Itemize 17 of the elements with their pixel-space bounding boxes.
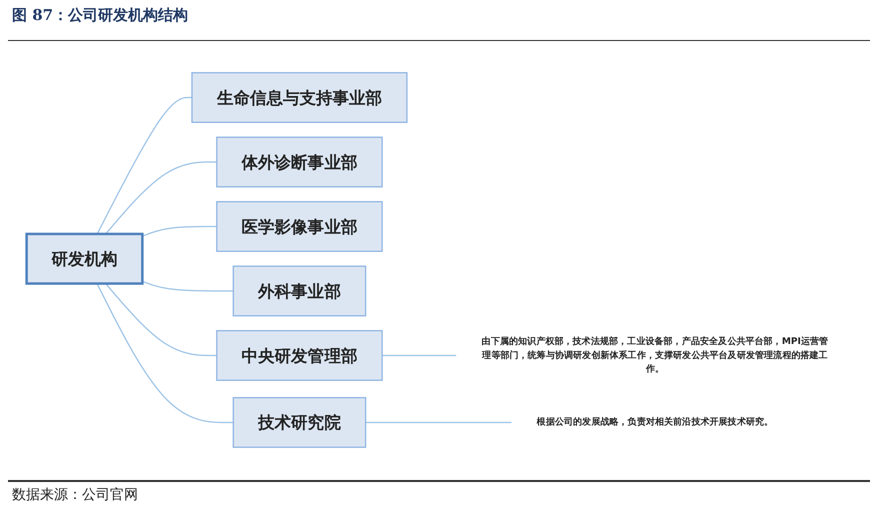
- connector: [105, 283, 217, 356]
- connector: [96, 283, 234, 424]
- node-box: 生命信息与支持事业部: [191, 72, 408, 123]
- node-box: 外科事业部: [232, 266, 366, 316]
- connector: [142, 280, 234, 292]
- node-text: 由下属的知识产权部，技术法规部，工业设备部，产品安全及公共平台部，MPI运营管理等部门，统筹与协调研发创新体系工作，支撑研发公共平台及研发管理流程的搭建工作。: [482, 336, 828, 374]
- figure-title: 图 87：公司研发机构结构: [12, 6, 188, 25]
- connector: [105, 161, 217, 234]
- connector: [96, 96, 192, 234]
- node-text: 根据公司的发展战略，负责对相关前沿技术开展技术研究。: [536, 416, 774, 428]
- source-caption: 数据来源：公司官网: [12, 486, 138, 504]
- connector: [382, 354, 457, 356]
- connector: [142, 226, 217, 237]
- connector: [366, 422, 512, 424]
- node-box: 研发机构: [25, 232, 144, 285]
- node-box: 中央研发管理部: [216, 330, 383, 381]
- node-box: 医学影像事业部: [216, 201, 383, 252]
